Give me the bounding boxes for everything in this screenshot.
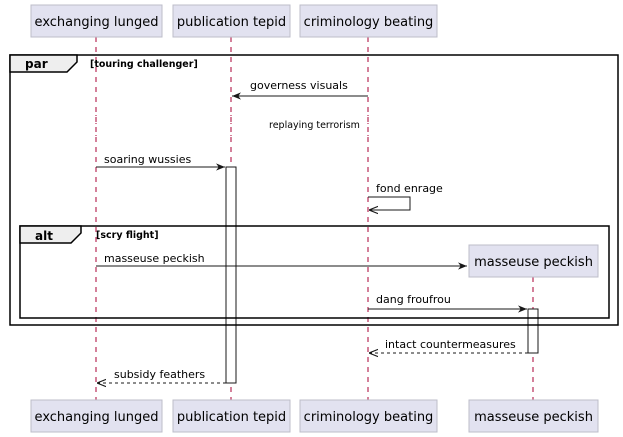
- message-label: soaring wussies: [104, 153, 191, 166]
- message-fond-enrage: fond enrage: [368, 182, 443, 210]
- message-label: dang froufrou: [376, 293, 451, 306]
- fragment-alt-condition: [scry flight]: [96, 230, 159, 241]
- participant-head-criminology: criminology beating: [299, 4, 438, 38]
- participant-foot-masseuse: masseuse peckish: [468, 399, 599, 433]
- participant-label: criminology beating: [304, 410, 434, 425]
- fragment-alt-frame: [19, 225, 610, 319]
- message-label: subsidy feathers: [114, 368, 205, 381]
- fragment-alt-keyword: alt: [35, 229, 53, 243]
- fragment-par-condition: [touring challenger]: [90, 59, 198, 70]
- participant-foot-exchanging: exchanging lunged: [30, 399, 163, 433]
- message-label: fond enrage: [376, 182, 443, 195]
- message-masseuse-create: masseuse peckish: [96, 252, 467, 270]
- participant-label: exchanging lunged: [35, 410, 159, 425]
- fragment-par-keyword: par: [25, 57, 48, 71]
- participant-label: masseuse peckish: [474, 255, 593, 270]
- participant-label: publication tepid: [177, 15, 286, 30]
- activation-publication: [225, 166, 237, 384]
- fragment-alt-tab: [19, 225, 82, 244]
- message-label: intact countermeasures: [385, 338, 516, 351]
- message-label: masseuse peckish: [104, 252, 205, 265]
- message-label: governess visuals: [250, 79, 348, 92]
- participant-label: criminology beating: [304, 15, 434, 30]
- activation-masseuse: [527, 308, 539, 354]
- fragment-par: par [touring challenger]: [9, 54, 619, 326]
- participant-head-publication: publication tepid: [172, 4, 291, 38]
- delay-label: replaying terrorism: [269, 120, 360, 131]
- message-governess-visuals: governess visuals: [232, 79, 368, 100]
- fragment-par-frame: [9, 54, 619, 326]
- participant-label: exchanging lunged: [35, 15, 159, 30]
- participant-label: publication tepid: [177, 410, 286, 425]
- message-subsidy-feathers: subsidy feathers: [97, 368, 226, 383]
- participant-label: masseuse peckish: [474, 410, 593, 425]
- fragment-par-tab: [9, 54, 78, 73]
- participant-foot-publication: publication tepid: [172, 399, 291, 433]
- participant-head-masseuse: masseuse peckish: [468, 244, 599, 278]
- message-intact-countermeasures: intact countermeasures: [369, 338, 528, 353]
- message-arrow: [368, 196, 411, 210]
- fragment-alt: alt [scry flight]: [19, 225, 610, 319]
- participant-head-exchanging: exchanging lunged: [30, 4, 163, 38]
- message-dang-froufrou: dang froufrou: [368, 293, 527, 313]
- message-soaring-wussies: soaring wussies: [96, 153, 225, 171]
- participant-foot-criminology: criminology beating: [299, 399, 438, 433]
